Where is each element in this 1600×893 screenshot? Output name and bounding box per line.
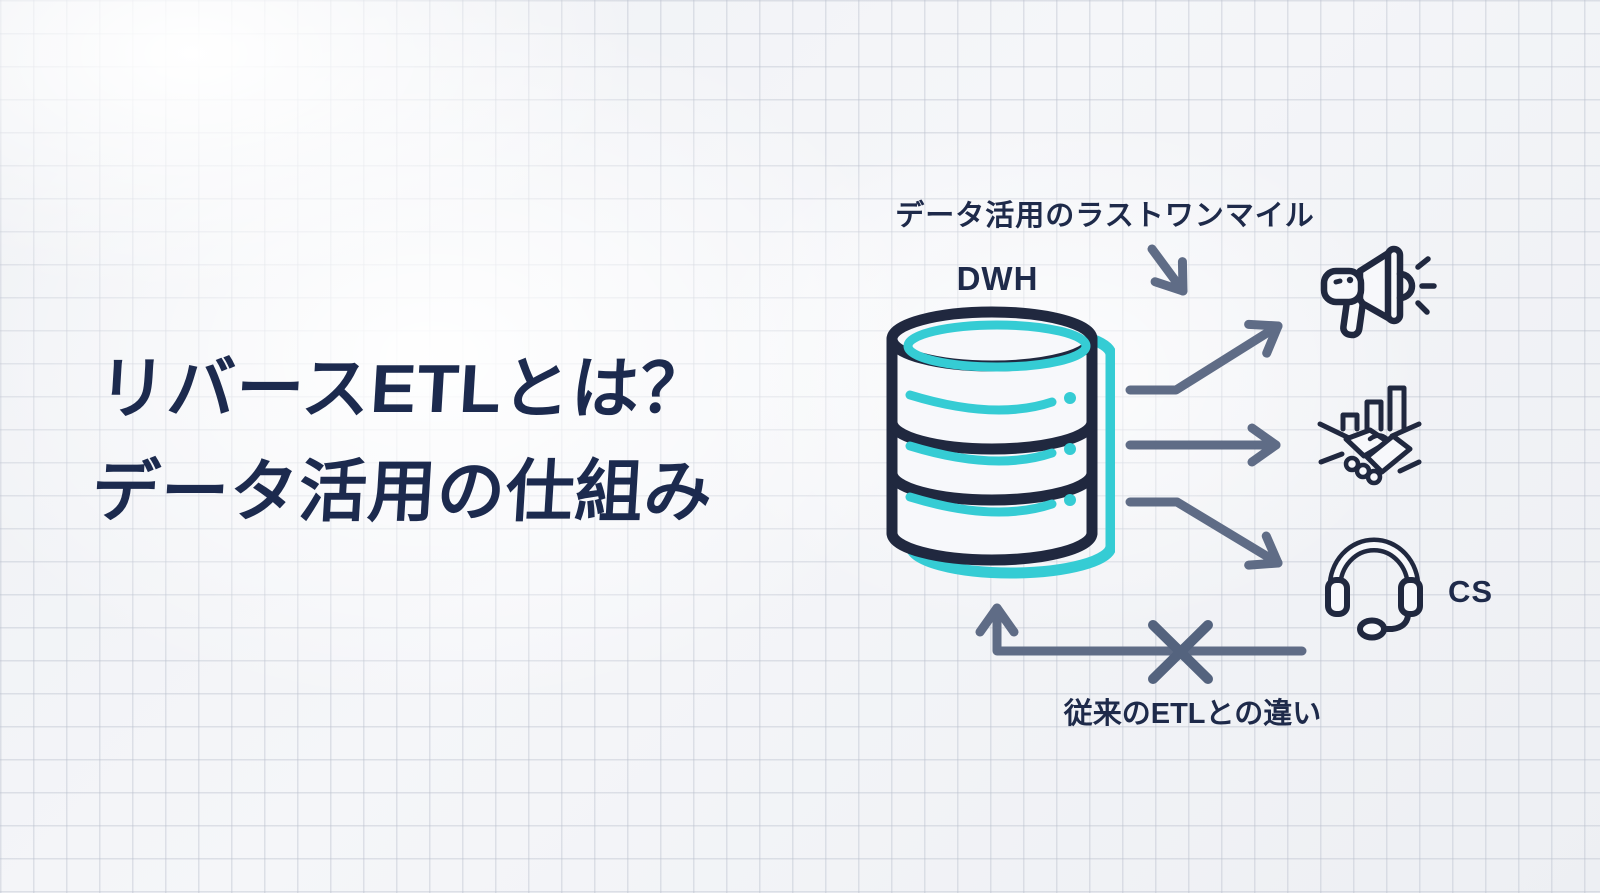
last-mile-pointer-arrow (1147, 244, 1188, 296)
arrow-dwh-to-cs (1125, 497, 1283, 570)
dwh-label: DWH (956, 260, 1039, 297)
legacy-etl-return-arrow (975, 603, 1307, 656)
headset-icon (1325, 537, 1423, 641)
megaphone-icon (1320, 245, 1437, 339)
arrow-dwh-to-marketing (1125, 319, 1283, 395)
cross-out-x-icon (1148, 620, 1213, 684)
last-mile-label: データ活用のラストワンマイル (895, 200, 1315, 232)
handshake-chart-icon (1317, 385, 1422, 486)
legacy-etl-label: 従来のETLとの違い (1063, 698, 1322, 730)
database-icon (886, 306, 1115, 579)
cs-label: CS (1448, 574, 1494, 609)
